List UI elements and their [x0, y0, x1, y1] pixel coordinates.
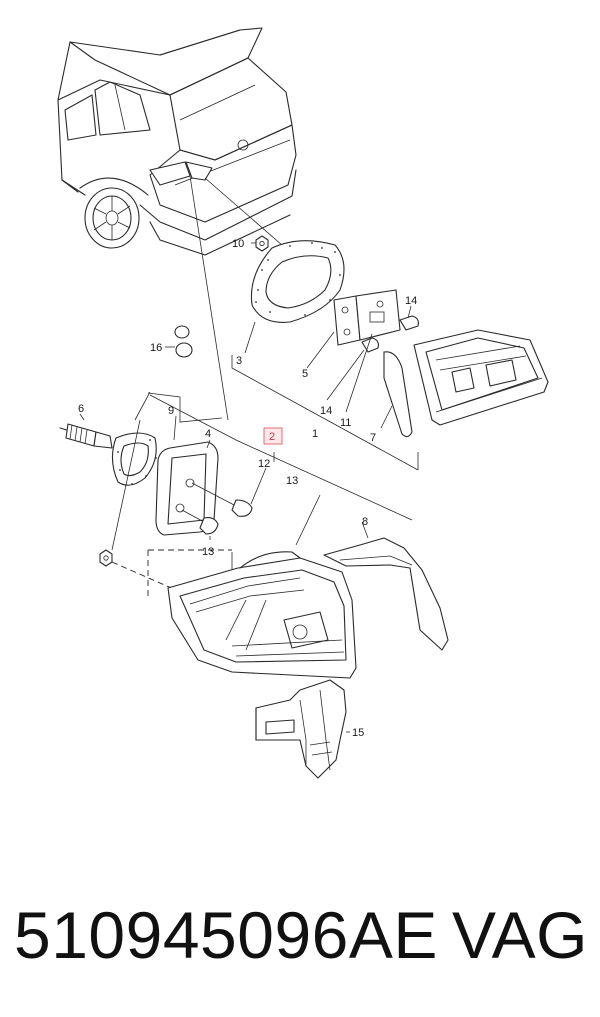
callout-15: 15 — [352, 727, 364, 739]
callout-13: 13 — [286, 475, 298, 487]
bulb-icon — [399, 315, 419, 331]
callout-14: 14 — [405, 295, 417, 307]
upper-assembly — [231, 235, 549, 471]
tail-light-icon — [413, 329, 549, 426]
highlighted-callout-2[interactable]: 2 — [263, 427, 283, 445]
nut-icon — [255, 235, 269, 252]
callout-16: 16 — [150, 342, 162, 354]
mounting-bracket — [255, 679, 350, 779]
callout-7: 7 — [370, 432, 376, 444]
callout-13: 13 — [202, 546, 214, 558]
part-number: 510945096AE — [14, 898, 438, 972]
clip-part — [165, 325, 193, 358]
bulb-icon — [361, 337, 379, 353]
callout-3: 3 — [236, 355, 242, 367]
part-caption: 510945096AE VAG — [0, 880, 600, 990]
callout-11: 11 — [340, 417, 351, 429]
callout-6: 6 — [78, 403, 84, 415]
exploded-parts-diagram: 10 14 16 3 5 14 11 1 7 6 9 4 2 12 13 13 … — [57, 27, 549, 779]
callout-14: 14 — [320, 405, 332, 417]
callout-1: 1 — [312, 428, 318, 440]
lower-assembly — [59, 391, 413, 600]
callout-4: 4 — [205, 428, 211, 440]
tail-light-icon — [167, 494, 357, 679]
callout-12: 12 — [258, 458, 270, 470]
bulb-icon — [191, 482, 253, 517]
bulb-icon — [181, 509, 219, 535]
nut-icon — [99, 549, 113, 567]
callout-8: 8 — [362, 516, 368, 528]
callout-10: 10 — [232, 238, 244, 250]
car-rear-view-icon — [57, 27, 297, 421]
brand-name: VAG — [452, 898, 588, 972]
cover-part — [323, 521, 449, 651]
callout-5: 5 — [302, 368, 308, 380]
callout-9: 9 — [168, 405, 174, 417]
screw-icon — [59, 413, 113, 449]
callout-2: 2 — [269, 431, 275, 443]
